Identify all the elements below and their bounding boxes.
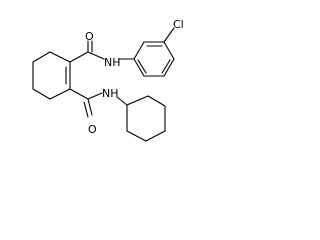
atom-chlorine: Cl [173,18,184,31]
atom-nh-upper: NH [104,56,121,69]
bond [163,58,175,77]
bond [49,88,71,100]
lower-amide-group [69,88,103,118]
aromatic-double-bond [161,59,171,74]
atom-oxygen-lower: O [88,123,97,136]
bond [32,88,51,100]
bond [69,51,89,63]
bond [69,88,89,100]
carbonyl-bond-second [83,101,89,118]
upper-amide-group [69,40,105,63]
molecule-drawing: O NH Cl NH O [32,18,184,142]
atom-oxygen-upper: O [85,30,94,43]
bond [116,96,128,106]
bond [32,51,51,63]
bond [133,41,145,60]
cyclohexene-ring [32,51,71,100]
bond [87,51,105,60]
aromatic-double-bond [137,59,147,74]
bond [126,95,149,106]
carbonyl-bond [87,98,93,116]
cyclohexyl-ring [116,95,166,142]
chlorophenyl-ring [118,27,175,77]
bond [147,95,166,107]
structure-canvas: O NH Cl NH O [0,0,225,162]
bond [49,51,71,63]
bond [126,130,147,142]
bond [163,41,175,60]
atom-nh-lower: NH [102,87,119,100]
bond [133,58,145,77]
bond [87,92,103,100]
bond [145,130,166,142]
bond-to-chlorine [163,27,175,43]
